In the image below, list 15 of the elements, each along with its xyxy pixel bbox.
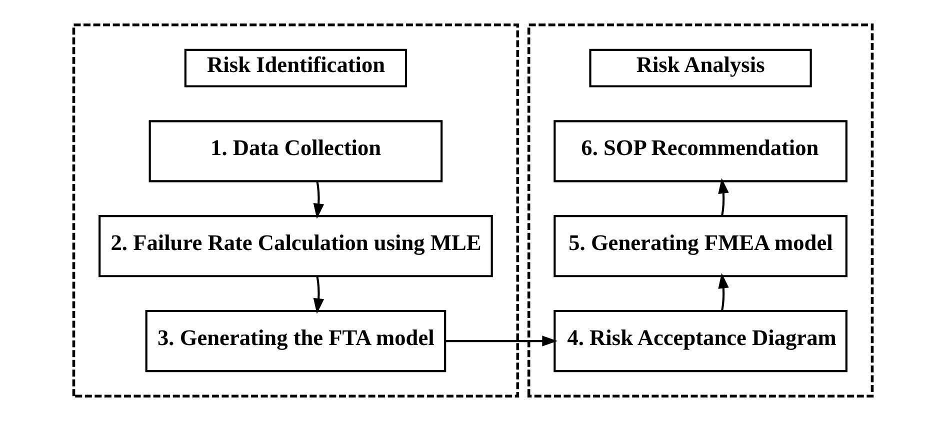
node-box: 4. Risk Acceptance Diagram <box>553 310 847 372</box>
arrow <box>312 181 324 219</box>
node-box: 2. Failure Rate Calculation using MLE <box>98 215 492 278</box>
arrow <box>312 276 324 314</box>
node-box: 6. SOP Recommendation <box>553 120 847 182</box>
arrow <box>444 336 558 346</box>
cluster <box>72 23 519 398</box>
node-box: Risk Analysis <box>588 48 812 88</box>
node-box: 5. Generating FMEA model <box>553 215 847 278</box>
cluster <box>526 23 874 398</box>
node-box: 3. Generating the FTA model <box>144 310 446 372</box>
arrow <box>718 178 728 216</box>
arrow <box>718 273 728 311</box>
node-box: 1. Data Collection <box>148 120 442 182</box>
node-box: Risk Identification <box>184 48 407 88</box>
